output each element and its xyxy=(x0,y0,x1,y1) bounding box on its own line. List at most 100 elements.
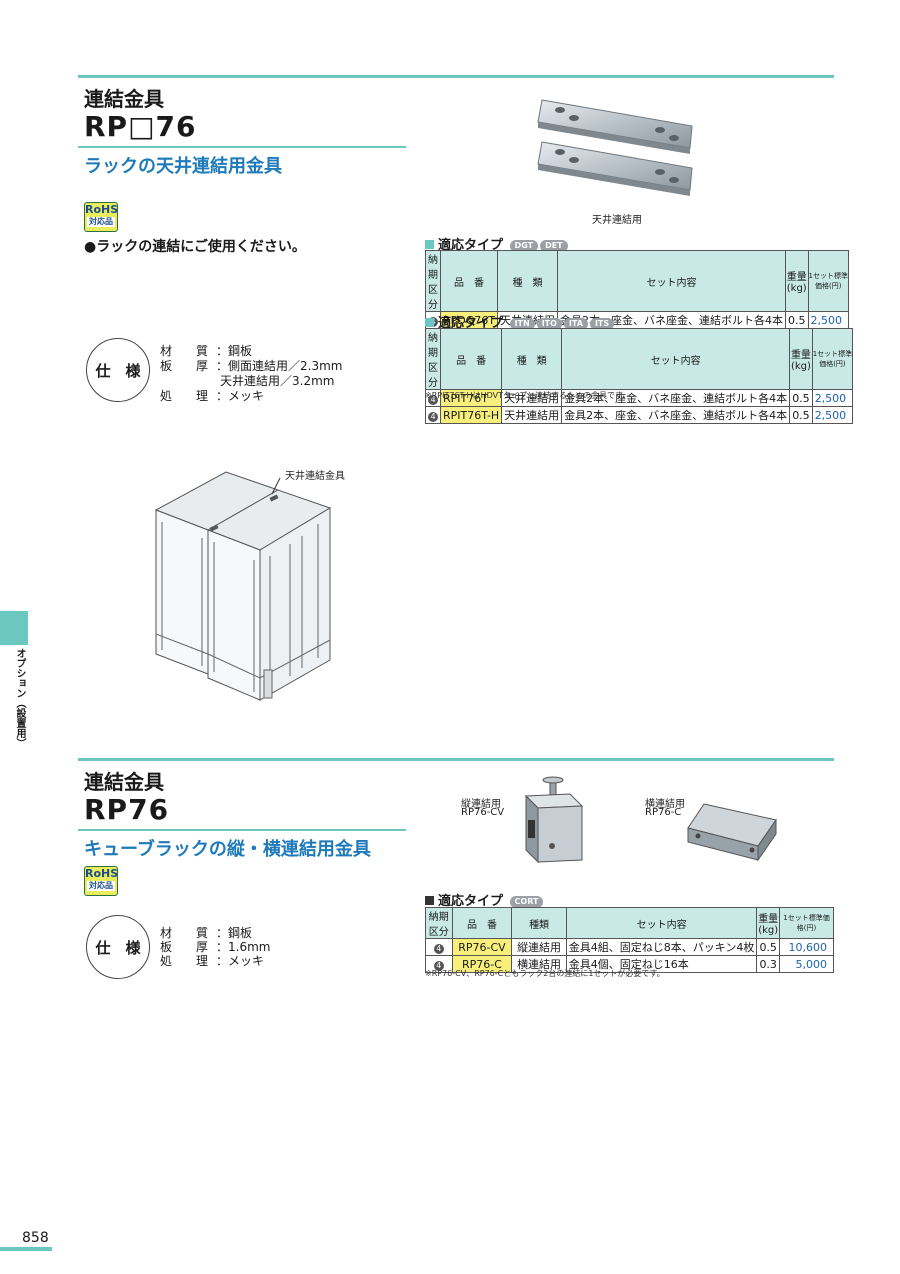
plate-lower xyxy=(537,141,693,196)
weight-cell: 0.5 xyxy=(785,311,809,329)
section1-spec-label: 仕 様 xyxy=(86,338,150,402)
price-cell: 2,500 xyxy=(811,389,854,407)
plate-upper xyxy=(537,99,693,154)
square-icon xyxy=(425,240,434,249)
lead-cell: 4 xyxy=(425,955,453,973)
section1-spec-thickness-2: 天井連結用／3.2mm xyxy=(160,372,334,389)
price-cell: 10,600 xyxy=(778,938,835,956)
col-kind: 種 類 xyxy=(501,328,563,390)
table-c: 納期区分 品 番 種類 セット内容 重量(kg) 1セット標準価格(円) 4 R… xyxy=(425,907,835,973)
section1-title-big: RP□76 xyxy=(84,110,197,143)
part-cell: RPIT76T xyxy=(439,389,503,407)
col-kind: 種 類 xyxy=(497,250,558,312)
caption-c-2: RP76-C xyxy=(645,807,682,818)
lead-badge: 4 xyxy=(428,394,438,405)
spec-key: 材 質 xyxy=(160,344,209,358)
section2-subtitle: キューブラックの縦・横連結用金具 xyxy=(84,839,371,860)
part-cell: RPIT76T-H xyxy=(439,406,503,424)
table-a: 納期区分 品 番 種 類 セット内容 重量(kg) 1セット標準価格(円) 4 … xyxy=(425,250,849,329)
kind-cell: 天井連結用 xyxy=(501,389,563,407)
square-icon xyxy=(425,318,434,327)
contents-cell: 金具2本、座金、バネ座金、連結ボルト各4本 xyxy=(557,311,786,329)
section2-spec-material: 材 質 ：鋼板 xyxy=(160,924,252,941)
lead-badge: 4 xyxy=(433,960,444,971)
section2-top-rule xyxy=(78,758,834,761)
col-part: 品 番 xyxy=(439,328,503,390)
section1-top-rule xyxy=(78,75,834,78)
lead-badge: 4 xyxy=(433,943,444,954)
col-price: 1セット標準価格(円) xyxy=(778,907,835,939)
weight-cell: 0.5 xyxy=(789,389,813,407)
col-lead: 納期区分 xyxy=(425,328,441,390)
contents-cell: 金具4組、固定ねじ8本、パッキン4枚 xyxy=(565,938,758,956)
spec-key: 処 理 xyxy=(160,954,209,968)
rohs-top-text: RoHS xyxy=(85,203,119,216)
section2-spec-label: 仕 様 xyxy=(86,915,150,979)
caption-cv-1: 縦連結用 xyxy=(461,799,501,810)
price-cell: 2,500 xyxy=(807,311,849,329)
part-cell: RP76-CV xyxy=(451,938,513,956)
col-weight: 重量(kg) xyxy=(789,328,813,390)
table-c-note: ※RP76-CV、RP76-Cともラック2台の連結に1セットが必要です。 xyxy=(425,969,665,978)
table-row: 4 RP76-CV 縦連結用 金具4組、固定ねじ8本、パッキン4枚 0.5 10… xyxy=(425,938,835,956)
spec-value: 天井連結用／3.2mm xyxy=(220,374,335,388)
rohs-bottom-text: 対応品 xyxy=(87,881,115,891)
contents-cell: 金具4個、固定ねじ16本 xyxy=(565,955,758,973)
type-label: 適応タイプ xyxy=(438,238,504,253)
side-tab-label: オプション（設置用） xyxy=(14,648,25,748)
type-tag: ITO xyxy=(536,317,562,330)
type-tag: ITS xyxy=(589,317,615,330)
table-header-row: 納期区分 品 番 種 類 セット内容 重量(kg) 1セット標準価格(円) xyxy=(425,328,854,390)
caption-cv-2: RP76-CV xyxy=(461,807,505,818)
col-contents: セット内容 xyxy=(565,907,758,939)
spec-value: ：メッキ xyxy=(216,954,265,968)
spec-key: 板 厚 xyxy=(160,359,209,373)
table-row: 4 RPIT76T 天井連結用 金具2本、座金、バネ座金、連結ボルト各4本 0.… xyxy=(425,389,854,407)
weight-cell: 0.5 xyxy=(756,938,780,956)
lead-cell: 4 xyxy=(425,938,453,956)
part-cell: RP76-C xyxy=(451,955,513,973)
table-b: 納期区分 品 番 種 類 セット内容 重量(kg) 1セット標準価格(円) 4 … xyxy=(425,328,854,424)
spec-value: ：側面連結用／2.3mm xyxy=(216,359,343,373)
type-label: 適応タイプ xyxy=(438,316,504,331)
page-number-rule xyxy=(0,1247,52,1251)
spec-value: ：鋼板 xyxy=(216,344,253,358)
rohs-bottom-text: 対応品 xyxy=(87,217,115,227)
caption-c-1: 横連結用 xyxy=(645,799,685,810)
spec-key: 板 厚 xyxy=(160,940,209,954)
ceiling-plate-photo xyxy=(537,99,693,196)
type-tag: ITA xyxy=(563,317,588,330)
type-tag: CORT xyxy=(509,895,544,908)
section2-subtitle-rule xyxy=(78,829,406,831)
spec-value: ：鋼板 xyxy=(216,926,253,940)
rp76-c-photo xyxy=(687,803,777,862)
section2-title-small: 連結金具 xyxy=(84,770,164,794)
section1-spec-thickness: 板 厚 ：側面連結用／2.3mm xyxy=(160,357,342,374)
table-row: 4 RP76-C 横連結用 金具4個、固定ねじ16本 0.3 5,000 xyxy=(425,955,835,973)
spec-key: 材 質 xyxy=(160,926,209,940)
col-contents: セット内容 xyxy=(557,250,786,312)
lead-cell: 4 xyxy=(425,406,441,424)
section1-subtitle-rule xyxy=(78,146,406,148)
col-part: 品 番 xyxy=(451,907,513,939)
spec-value: ：メッキ xyxy=(216,389,265,403)
type-label: 適応タイプ xyxy=(438,894,504,909)
contents-cell: 金具2本、座金、バネ座金、連結ボルト各4本 xyxy=(561,389,791,407)
col-part: 品 番 xyxy=(440,250,498,312)
spec-value: ：1.6mm xyxy=(216,940,271,954)
table-header-row: 納期区分 品 番 種 類 セット内容 重量(kg) 1セット標準価格(円) xyxy=(425,250,849,312)
page-number: 858 xyxy=(22,1230,49,1246)
section2-rohs-badge: RoHS 対応品 xyxy=(84,866,118,896)
table-b-note: ※RPIT76T-HはHDVTタイプと連結するための金具です。 xyxy=(425,391,631,400)
col-lead: 納期区分 xyxy=(425,250,441,312)
col-lead: 納期区分 xyxy=(425,907,453,939)
section1-rohs-badge: RoHS 対応品 xyxy=(84,202,118,232)
section2-title-big: RP76 xyxy=(84,793,170,826)
kind-cell: 横連結用 xyxy=(511,955,567,973)
section1-subtitle: ラックの天井連結用金具 xyxy=(84,156,282,177)
price-cell: 5,000 xyxy=(778,955,835,973)
weight-cell: 0.3 xyxy=(756,955,780,973)
type-tag: ITN xyxy=(509,317,535,330)
